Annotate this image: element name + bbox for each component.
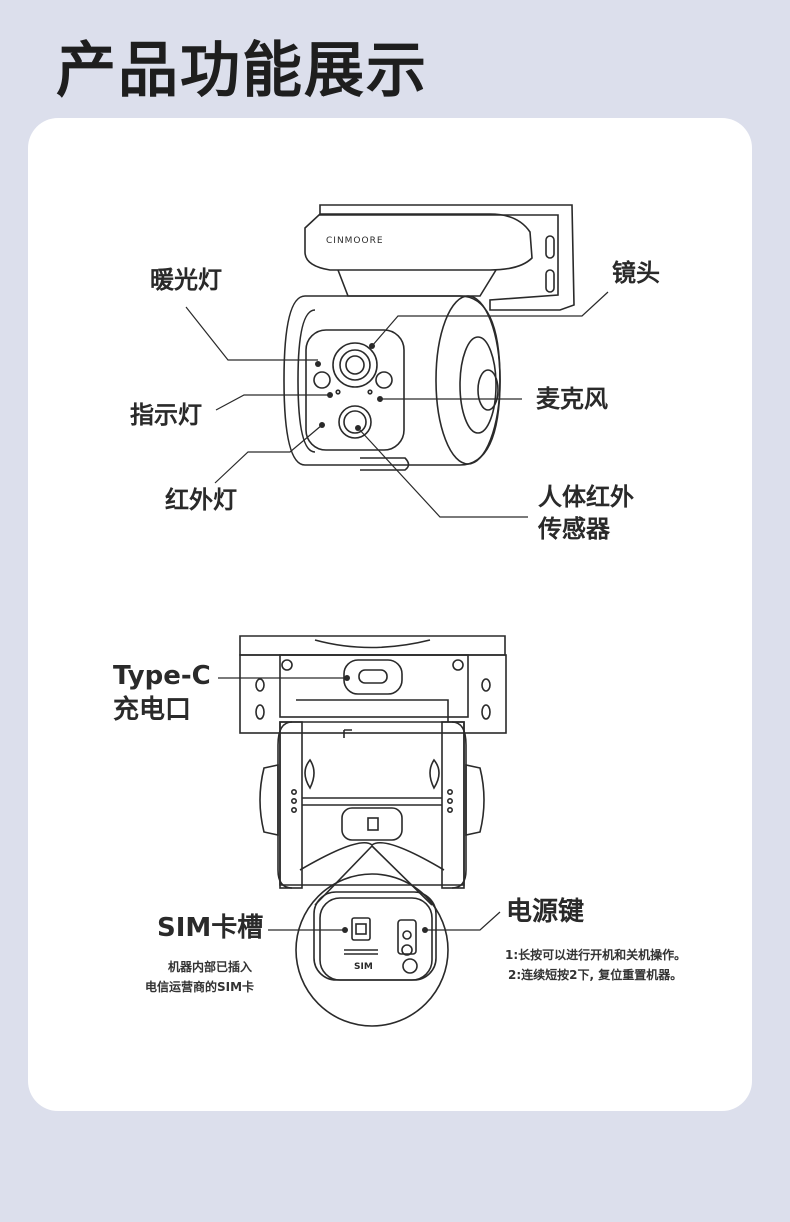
label-typec-line1: Type-C: [113, 661, 211, 691]
camera-body: [283, 295, 501, 471]
label-power-key: 电源键: [506, 897, 585, 927]
label-pir-sensor-line2: 传感器: [538, 515, 610, 543]
leader-lines-back: [218, 677, 501, 933]
label-lens: 镜头: [612, 259, 660, 287]
label-warm-light: 暖光灯: [150, 266, 222, 294]
power-note-line1: 1:长按可以进行开机和关机操作。: [505, 948, 687, 962]
back-housing: [259, 699, 485, 889]
page-title: 产品功能展示: [56, 36, 428, 106]
power-key-icon: [397, 919, 418, 974]
warm-light-left: [313, 371, 331, 389]
sim-note-line2: 电信运营商的SIM卡: [145, 980, 255, 994]
brand-logo: CINMOORE: [326, 236, 384, 246]
label-microphone: 麦克风: [536, 385, 608, 413]
sim-mark: SIM: [354, 962, 373, 972]
label-indicator-light: 指示灯: [130, 401, 202, 429]
sim-card-icon: [344, 917, 378, 955]
pir-sensor-icon: [338, 405, 372, 439]
label-typec-line2: 充电口: [113, 695, 192, 725]
sim-inset: SIM: [295, 845, 449, 1027]
label-sim-slot: SIM卡槽: [157, 913, 264, 943]
power-note-line2: 2:连续短按2下, 复位重置机器。: [508, 968, 683, 982]
label-infrared-light: 红外灯: [165, 486, 237, 514]
label-pir-sensor-line1: 人体红外: [538, 483, 634, 511]
leader-lines-front: [185, 291, 609, 518]
warm-light-right: [375, 371, 393, 389]
sim-note-line1: 机器内部已插入: [168, 960, 253, 974]
content-card: [28, 118, 752, 1111]
back-bracket: [239, 635, 507, 734]
wall-bracket: [319, 204, 575, 311]
lens-icon: [332, 342, 378, 388]
camera-face: [305, 329, 405, 451]
typec-port: [343, 659, 403, 695]
camera-front-diagram: CINMOORE: [185, 204, 609, 518]
